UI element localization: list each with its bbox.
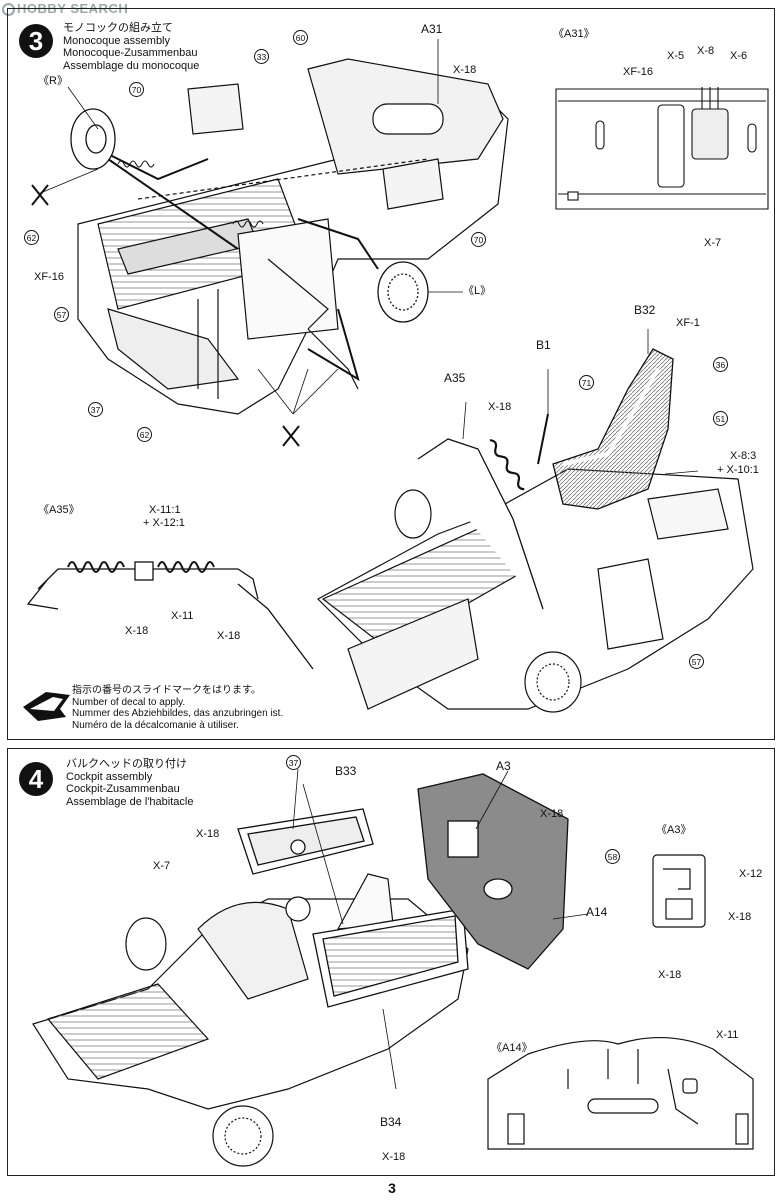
step4-title-jp: バルクヘッドの取り付け bbox=[66, 758, 187, 770]
decal-legend-text: 指示の番号のスライドマークをはります。 Number of decal to a… bbox=[72, 685, 283, 731]
decal-number-57b: 57 bbox=[689, 654, 704, 669]
screw-label-x8-3: X-8:3 bbox=[730, 450, 757, 462]
decal-number-58: 58 bbox=[605, 849, 620, 864]
detail-a31-title: 《A31》 bbox=[553, 28, 595, 40]
detail-a35-drawing bbox=[26, 561, 314, 670]
detail-a31-xf16: XF-16 bbox=[623, 66, 653, 78]
springs bbox=[117, 160, 264, 228]
screw-label-x18-step4b: X-18 bbox=[540, 808, 564, 820]
decal-number-36: 36 bbox=[713, 357, 728, 372]
detail-a31-drawing bbox=[555, 87, 769, 210]
part-label-a31: A31 bbox=[421, 22, 443, 36]
step3-title-en: Monocoque assembly bbox=[63, 34, 171, 47]
detail-a31-x7: X-7 bbox=[704, 237, 722, 249]
detail-a3-x12: X-12 bbox=[739, 868, 763, 880]
decal-number-70a: 70 bbox=[129, 82, 144, 97]
detail-a35-x18-b: X-18 bbox=[217, 630, 241, 642]
decal-number-33: 33 bbox=[254, 49, 269, 64]
detail-a35-x18-a: X-18 bbox=[125, 625, 149, 637]
decal-number-37-step4: 37 bbox=[286, 755, 301, 770]
detail-a14-x11: X-11 bbox=[716, 1029, 739, 1041]
steering-rack-drawing bbox=[417, 413, 549, 610]
part-label-b33: B33 bbox=[335, 764, 357, 778]
step3-title-de: Monocoque-Zusammenbau bbox=[63, 47, 198, 59]
decal-number-51: 51 bbox=[713, 411, 728, 426]
step4-title-fr: Assemblage de l'habitacle bbox=[66, 795, 194, 808]
detail-a35-x11: X-11 bbox=[171, 610, 194, 622]
screw-label-x7-step4: X-7 bbox=[153, 860, 171, 872]
step4-title-de: Cockpit-Zusammenbau bbox=[66, 783, 180, 795]
step3-title-jp: モノコックの組み立て bbox=[63, 22, 173, 34]
part-label-b34: B34 bbox=[380, 1115, 402, 1129]
page-number: 3 bbox=[388, 1180, 396, 1196]
part-label-a3: A3 bbox=[496, 759, 511, 773]
no-glue-marks bbox=[31, 184, 300, 447]
screw-label-x10-1: + X-10:1 bbox=[717, 464, 759, 476]
watermark-logo-icon bbox=[2, 3, 15, 16]
decal-number-71: 71 bbox=[579, 375, 594, 390]
wheel-r bbox=[70, 108, 116, 170]
step4-panel: 4 バルクヘッドの取り付け Cockpit assembly Cockpit-Z… bbox=[7, 748, 775, 1176]
screw-label-x18-b: X-18 bbox=[488, 401, 512, 413]
step3-title: モノコックの組み立て Monocoque assembly Monocoque-… bbox=[63, 22, 199, 72]
detail-a14-drawing bbox=[487, 1037, 754, 1150]
detail-a3-title: 《A3》 bbox=[656, 824, 692, 836]
step4-title: バルクヘッドの取り付け Cockpit assembly Cockpit-Zus… bbox=[66, 758, 193, 808]
decal-legend-fr: Numéro de la décalcomanie à utiliser. bbox=[72, 719, 239, 731]
detail-a31-x6: X-6 bbox=[730, 50, 748, 62]
screw-label-xf1: XF-1 bbox=[676, 317, 700, 329]
part-label-b32: B32 bbox=[634, 303, 656, 317]
screw-label-x18-a: X-18 bbox=[453, 64, 477, 76]
decal-legend-arrow-icon bbox=[23, 692, 70, 721]
decal-number-70b: 70 bbox=[471, 232, 486, 247]
step4-title-en: Cockpit assembly bbox=[66, 770, 153, 783]
step3-illustration bbox=[23, 39, 769, 721]
decal-number-62b: 62 bbox=[137, 427, 152, 442]
decal-legend-jp: 指示の番号のスライドマークをはります。 bbox=[72, 685, 261, 696]
detail-a3-drawing bbox=[652, 854, 706, 928]
step3-title-fr: Assemblage du monocoque bbox=[63, 59, 200, 72]
part-label-a14: A14 bbox=[586, 905, 608, 919]
screw-label-xf16: XF-16 bbox=[34, 271, 64, 283]
screw-label-x18-step4c: X-18 bbox=[382, 1151, 406, 1163]
detail-a14-x18: X-18 bbox=[658, 969, 682, 981]
decal-legend-de: Nummer des Abziehbildes, das anzubringen… bbox=[72, 708, 284, 719]
part-label-r: 《R》 bbox=[38, 75, 68, 87]
monocoque-drawing bbox=[77, 58, 509, 415]
a14-bulkhead-drawing bbox=[417, 773, 569, 970]
decal-number-57a: 57 bbox=[54, 307, 69, 322]
part-label-a35: A35 bbox=[444, 371, 466, 385]
step4-illustration bbox=[32, 768, 754, 1167]
step3-panel: 3 モノコックの組み立て Monocoque assembly Monocoqu… bbox=[7, 8, 775, 740]
chassis-drawing bbox=[32, 873, 469, 1167]
detail-a31-x5: X-5 bbox=[667, 50, 685, 62]
decal-number-60: 60 bbox=[293, 30, 308, 45]
detail-a31-x8: X-8 bbox=[697, 45, 715, 57]
step3-number-badge: 3 bbox=[19, 24, 53, 58]
seat-drawing bbox=[552, 348, 674, 510]
decal-number-62a: 62 bbox=[24, 230, 39, 245]
wheel-l bbox=[377, 261, 429, 323]
detail-a14-title: 《A14》 bbox=[491, 1042, 533, 1054]
step4-number-badge: 4 bbox=[19, 762, 53, 796]
screw-label-x18-step4a: X-18 bbox=[196, 828, 220, 840]
detail-a35-x12-1: + X-12:1 bbox=[143, 517, 185, 529]
detail-a35-title: 《A35》 bbox=[38, 504, 80, 516]
b33-bulkhead-drawing bbox=[237, 808, 374, 875]
suspension-arms bbox=[97, 148, 379, 382]
b34-panel-drawing bbox=[312, 908, 469, 1008]
decal-number-37: 37 bbox=[88, 402, 103, 417]
decal-legend-en: Number of decal to apply. bbox=[72, 696, 186, 708]
part-label-b1: B1 bbox=[536, 338, 551, 352]
detail-a35-x11-1: X-11:1 bbox=[149, 504, 181, 516]
part-label-l: 《L》 bbox=[463, 285, 492, 297]
detail-a3-x18: X-18 bbox=[728, 911, 752, 923]
